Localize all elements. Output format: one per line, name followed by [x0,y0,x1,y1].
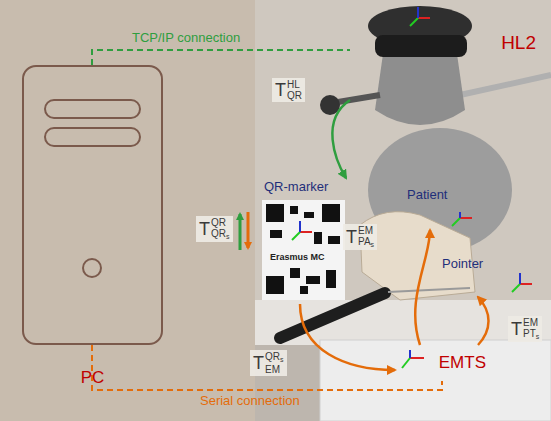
node-label: PC [81,368,105,388]
photo-wall [255,0,551,300]
pc-slot [45,100,140,118]
transform-symbol-part: EM [523,317,538,328]
connector [478,297,489,345]
script-stack: QRsEM [265,351,284,375]
axis-x [300,231,312,233]
transform-symbol-part: T [346,228,357,246]
emts-device [320,340,551,421]
pointer-region: Pointer [440,257,508,297]
transform-symbol: TQRsEM [250,350,287,376]
pc-slot [45,128,140,146]
node-label: Pointer [442,257,483,272]
axis-y [292,232,300,240]
script-stack: EMPTs [523,317,539,341]
qr-module [270,230,282,238]
axis-x [520,283,532,285]
node-label: HL2 [501,32,536,54]
mount-arm [460,75,551,95]
connector [300,304,395,370]
qr-module [314,232,322,244]
script-stack: QRQRs [211,217,230,241]
marker-region: QR-marker [260,178,352,304]
patient-region: Patient [405,188,477,230]
node-label: EMTS [439,353,486,373]
headset-visor [375,35,467,57]
transform-symbol-part: QR [211,228,226,239]
transform-symbol-part: QR [287,90,302,101]
axes-qr [292,221,312,240]
qr-module [328,236,340,244]
axis-x [418,17,430,19]
transform-symbol: TQRQRs [196,216,233,242]
pointer-body [280,293,385,338]
qr-module [266,204,284,222]
axis-z [459,212,461,218]
transform-symbol-part: T [511,320,522,338]
headset-region: HL2 [350,8,542,128]
pointer-tip [388,288,470,292]
qr-module [306,276,320,284]
transform-symbol-part: s [226,233,230,240]
direction-arrow-up [239,214,242,250]
axis-z [299,221,301,232]
transform-symbol-part: s [280,356,284,363]
tracker-region: EMTS [395,345,490,381]
script-stack: HLQR [287,79,302,101]
qr-module [266,276,284,294]
transform-symbol-part: QR [211,217,226,228]
axis-y [402,358,410,368]
transform-symbol-part: PT [523,328,536,339]
script-stack: EMPAs [358,225,374,249]
direction-arrow-down [247,212,250,248]
axis-z [519,273,521,284]
node-label: QR-marker [264,180,328,195]
transform-symbol-part: T [275,81,286,99]
axes-hl2 [410,7,430,26]
transform-symbol-part: T [199,220,210,238]
qr-module [290,206,298,214]
connector [92,50,350,65]
connector [332,100,350,178]
transform-symbol: TEMPAs [343,224,377,250]
axis-z [417,7,419,18]
qr-module [304,212,314,218]
connection-label: Serial connection [200,394,300,409]
axes-patient [452,212,472,226]
transform-symbol-part: EM [265,364,280,375]
transform-symbol-part: T [253,354,264,372]
transform-symbol-part: s [371,241,375,248]
qr-module [300,286,308,294]
pc-button [83,259,101,277]
qr-module [322,204,340,222]
transform-symbol: THLQR [272,78,305,102]
axis-y [512,284,520,292]
axis-z [409,350,411,358]
qr-module [326,270,336,288]
transform-symbol-part: QR [265,351,280,362]
transform-symbol-part: PA [358,236,371,247]
axes-pointer [512,273,532,292]
axis-x [410,357,424,359]
axis-y [410,18,418,26]
computer-box: PC [22,65,163,345]
connector [415,230,430,345]
node-label: Patient [407,188,447,203]
axes-emts [402,350,424,368]
qr-marker-card [262,200,345,300]
qr-modules [266,204,340,294]
marker-print: Erasmus MC [268,252,327,262]
connection-label: TCP/IP connection [132,31,240,46]
axis-x [460,217,472,219]
transform-symbol-part: HL [287,79,300,90]
connector [92,345,442,390]
transform-symbol-part: EM [358,225,373,236]
axis-y [452,218,460,226]
mount-rod [338,95,380,102]
transform-symbol: TEMPTs [508,316,542,342]
qr-module [290,268,300,278]
transform-symbol-part: s [536,333,540,340]
